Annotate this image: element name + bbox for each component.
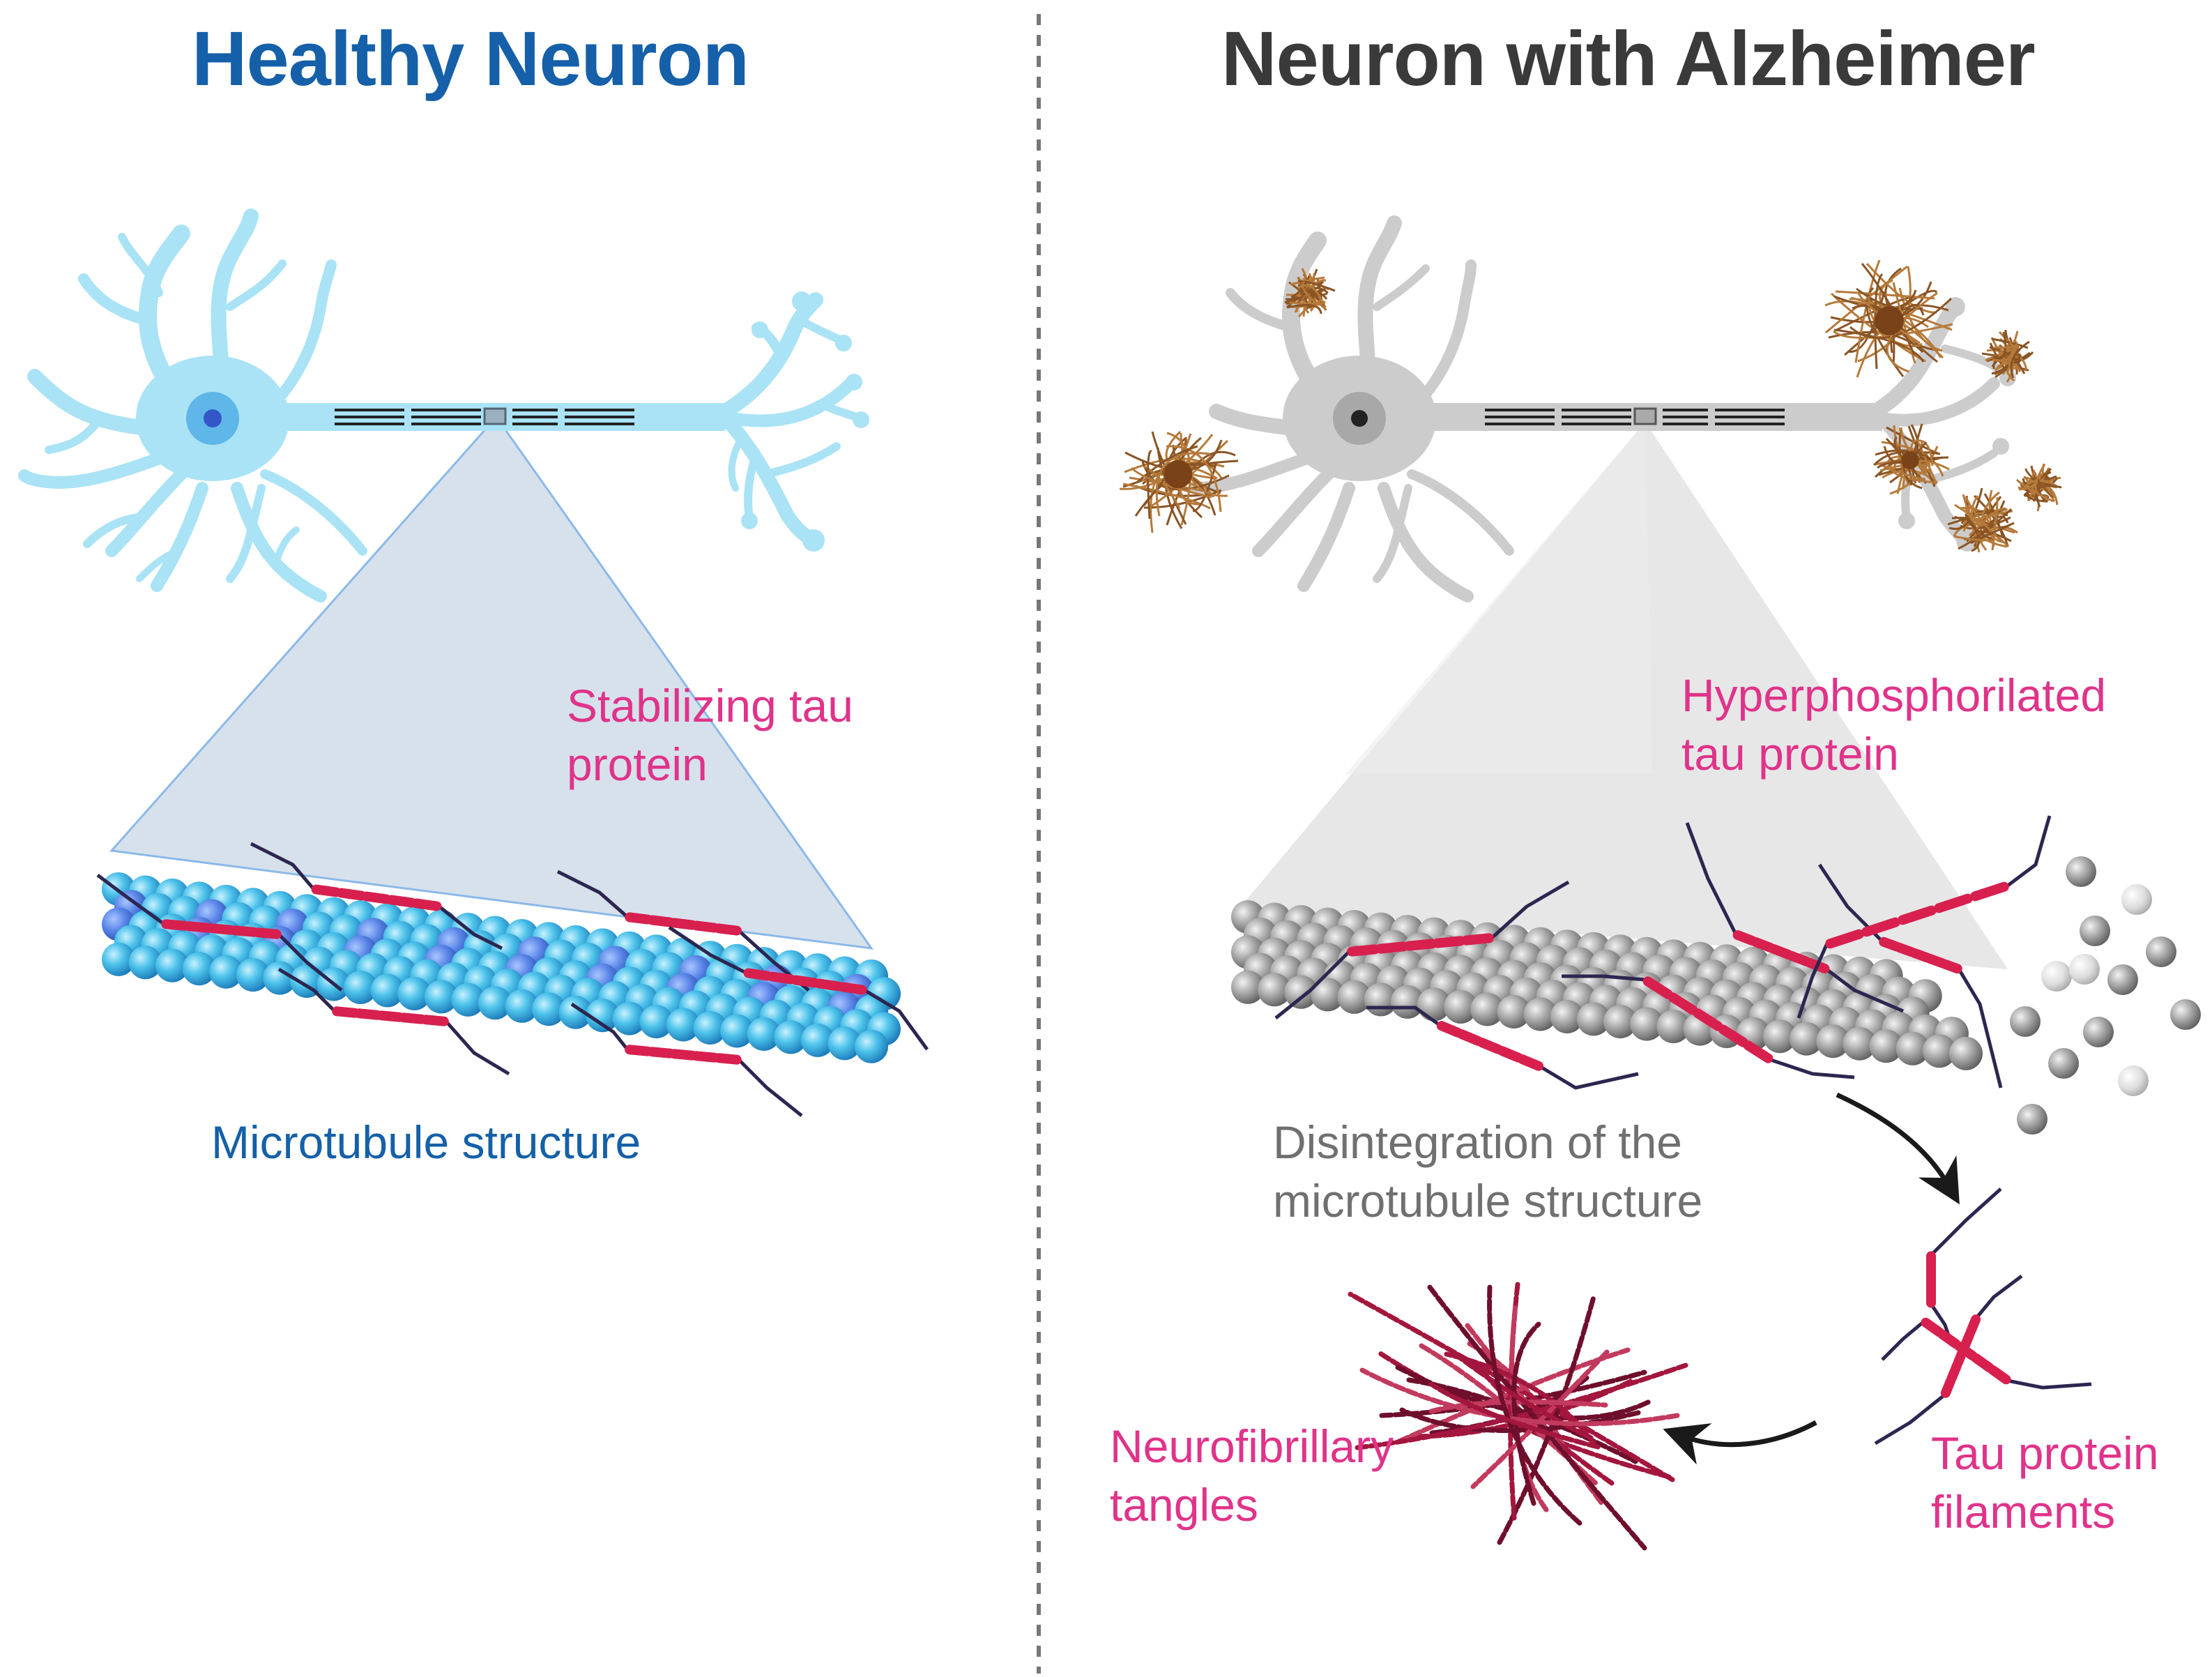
label-line: filaments bbox=[1931, 1486, 2116, 1538]
label-line: Disintegration of the bbox=[1273, 1116, 1683, 1168]
alzheimer-tau-proteins bbox=[1274, 815, 2052, 1090]
healthy-zoom-cone bbox=[109, 415, 874, 950]
tau-filament bbox=[1874, 1187, 2092, 1445]
label-line: Hyperphosphorilated bbox=[1681, 669, 2107, 721]
label-microtubule-structure: Microtubule structure bbox=[211, 1116, 641, 1168]
healthy-microtubule bbox=[102, 872, 901, 1063]
alzheimer-microtubule bbox=[1231, 900, 1983, 1070]
arrow-to-filaments bbox=[1836, 1092, 1960, 1205]
alzheimer-title: Neuron with Alzheimer bbox=[1221, 16, 2036, 102]
label-tau-filaments: Tau protein filaments bbox=[1931, 1424, 2159, 1541]
label-line: protein bbox=[567, 738, 708, 790]
loose-tubulin-dimers bbox=[2010, 856, 2201, 1135]
neurofibrillary-tangle bbox=[1348, 1282, 1688, 1551]
label-stabilizing-tau: Stabilizing tau protein bbox=[567, 676, 853, 794]
label-line: Neurofibrillary bbox=[1110, 1420, 1394, 1472]
label-line: tau protein bbox=[1681, 728, 1899, 780]
alzheimer-panel bbox=[1119, 215, 2201, 1551]
label-line: microtubule structure bbox=[1273, 1175, 1703, 1227]
amyloid-plaques bbox=[1119, 259, 2062, 553]
label-line: Tau protein bbox=[1931, 1427, 2159, 1479]
healthy-tau-proteins bbox=[96, 842, 929, 1117]
healthy-panel bbox=[18, 208, 929, 1117]
label-disintegration: Disintegration of the microtubule struct… bbox=[1273, 1113, 1702, 1230]
label-hyperphosphorylated-tau: Hyperphosphorilated tau protein bbox=[1681, 666, 2106, 783]
label-line: Stabilizing tau bbox=[567, 680, 853, 731]
label-neurofibrillary-tangles: Neurofibrillary tangles bbox=[1110, 1417, 1394, 1534]
arrow-to-tangles bbox=[1663, 1420, 1817, 1465]
healthy-title: Healthy Neuron bbox=[192, 16, 749, 102]
label-line: tangles bbox=[1110, 1479, 1258, 1531]
